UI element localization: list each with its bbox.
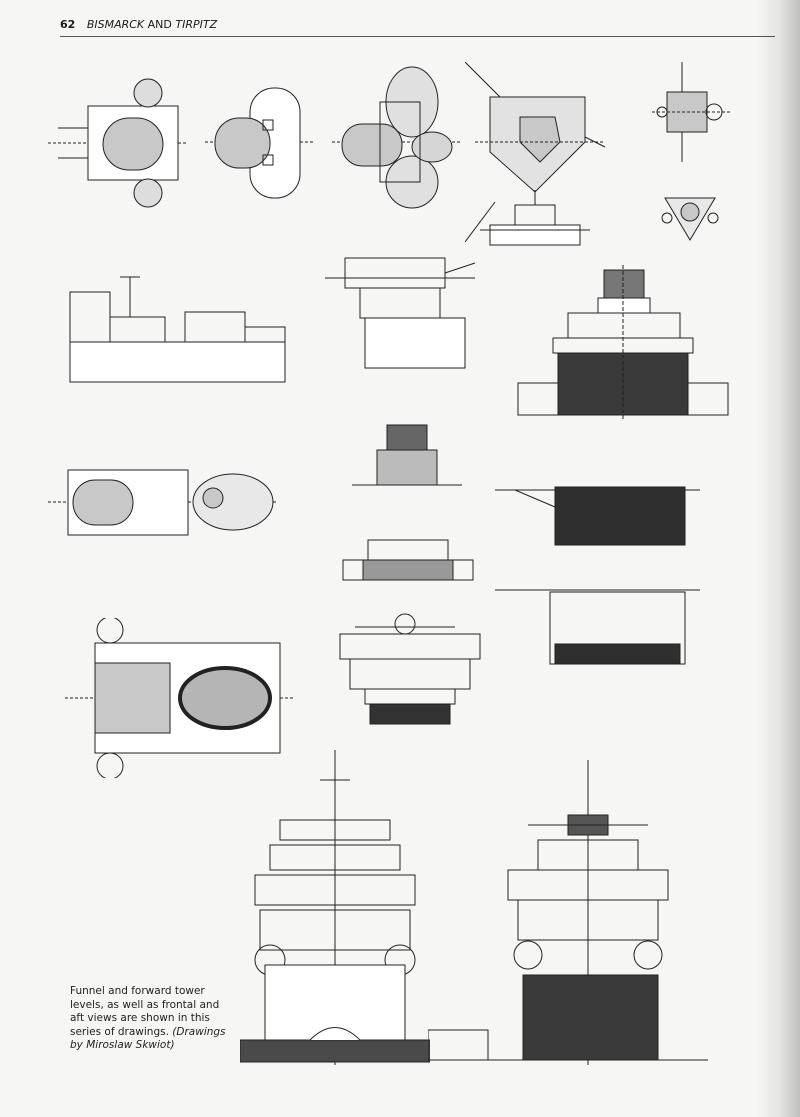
page-number: 62 bbox=[60, 18, 76, 31]
tower-plan-view-2 bbox=[205, 80, 315, 205]
book-gutter-shadow bbox=[756, 0, 800, 1117]
funnel-base-elevation bbox=[338, 535, 478, 585]
frontal-view-upper bbox=[508, 265, 748, 425]
running-header: 62 BISMARCK AND TIRPITZ bbox=[60, 14, 775, 37]
aft-view-lower bbox=[495, 582, 700, 667]
tower-plan-view-6 bbox=[655, 190, 725, 245]
aft-view-upper bbox=[495, 482, 700, 547]
tower-side-elevation bbox=[65, 272, 290, 387]
book-title-part2: AND bbox=[144, 18, 176, 31]
caption-text: Funnel and forward tower levels, as well… bbox=[70, 985, 220, 1038]
bridge-deck-plan-view bbox=[65, 618, 295, 778]
funnel-plan-view bbox=[48, 460, 278, 545]
figure-caption: Funnel and forward tower levels, as well… bbox=[70, 985, 230, 1053]
tower-cross-section bbox=[325, 248, 495, 373]
tower-side-detail bbox=[480, 190, 590, 255]
tower-frontal-mid bbox=[325, 612, 490, 727]
tower-plan-view-3 bbox=[332, 62, 462, 212]
tower-plan-view-5 bbox=[652, 62, 732, 162]
book-title-part1: BISMARCK bbox=[86, 18, 145, 31]
funnel-elevation-small bbox=[352, 420, 462, 490]
forward-tower-frontal-view bbox=[240, 750, 430, 1065]
caption-credit: (Drawings by Miroslaw Skwiot) bbox=[70, 1025, 226, 1052]
aft-tower-frontal-view bbox=[428, 760, 708, 1065]
tower-plan-view-4 bbox=[465, 62, 610, 252]
tower-plan-view-1 bbox=[48, 68, 188, 218]
book-title-part3: TIRPITZ bbox=[175, 18, 218, 31]
